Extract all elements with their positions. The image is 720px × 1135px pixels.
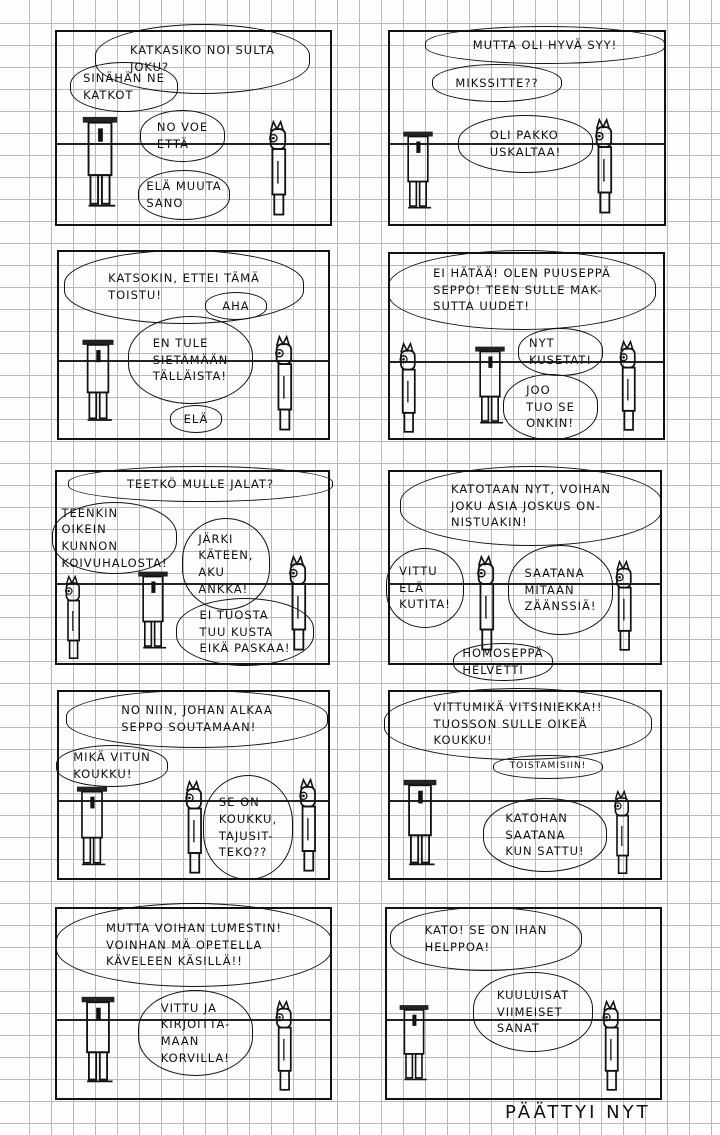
bubble-text: Katsokin, ettei tämä toistu! [108, 271, 260, 302]
seppo-figure [398, 130, 438, 220]
bubble-text: Sinähän ne katkot [83, 71, 165, 102]
speech-bubble: Se on koukku, tajusit- teko?? [203, 775, 293, 880]
bubble-text: En tule sietämään tälläista! [152, 335, 229, 384]
speech-bubble: Vittu elä kutita! [386, 548, 464, 628]
speech-bubble: Järki käteen, Aku Ankka! [182, 518, 270, 610]
bubble-text: No niin, johan alkaa Seppo soutamaan! [121, 703, 273, 734]
speech-bubble: Teenkin oikein kunnon koivuhalosta! [52, 502, 177, 574]
speech-bubble: En tule sietämään tälläista! [128, 316, 253, 404]
speech-bubble: Toistamisiin! [493, 755, 603, 779]
speech-bubble: Vittumikä vitsiniekka!! Tuosson sulle oi… [384, 688, 652, 760]
bubble-text: Ei hätää! Olen puuseppä Seppo! Teen sull… [433, 265, 611, 314]
ending-caption: Päättyi nyt [505, 1102, 651, 1123]
bubble-text: Oli pakko uskaltaa! [489, 128, 562, 159]
bubble-text: Vittu elä kutita! [399, 563, 451, 612]
carpenter-figure [392, 342, 422, 437]
bubble-text: Mutta oli hyvä syy! [472, 37, 618, 52]
seppo-figure [72, 785, 112, 877]
bubble-text: Ei tuosta tuu kusta eikä paskaa! [199, 607, 291, 656]
bubble-text: Joo tuo se onkin! [526, 382, 575, 431]
bubble-text: Katohan saatana kun sattu! [505, 810, 585, 859]
bubble-text: Aha [222, 298, 250, 313]
seppo-figure [80, 115, 120, 220]
friend-figure [262, 120, 292, 220]
speech-bubble: Oli pakko uskaltaa! [458, 115, 593, 173]
bubble-text: Mikssitte?? [455, 75, 539, 90]
friend-figure [595, 1000, 625, 1095]
speech-bubble: Ei tuosta tuu kusta eikä paskaa! [176, 598, 314, 666]
speech-bubble: Mutta oli hyvä syy! [425, 26, 665, 64]
bubble-text: Järki käteen, Aku Ankka! [198, 531, 254, 596]
friend-figure [268, 335, 298, 435]
bubble-text: Elä muuta sano [146, 179, 222, 210]
bubble-text: Vittu ja kirjoitta- maan korvilla! [160, 1000, 231, 1065]
speech-bubble: Katohan saatana kun sattu! [483, 798, 607, 872]
bubble-text: Homoseppä helvetti [462, 646, 544, 677]
bubble-text: Toistamisiin! [509, 761, 587, 772]
friend-figure [612, 340, 642, 435]
bubble-text: Kuuluisat viimeiset sanat [496, 987, 570, 1036]
bubble-text: Nyt kusetat! [529, 336, 592, 367]
friend-figure [292, 778, 322, 876]
carpenter-figure [470, 555, 500, 655]
speech-bubble: Kuuluisat viimeiset sanat [473, 972, 593, 1052]
speech-bubble: Kato! Se on ihan helppoa! [390, 907, 582, 971]
speech-bubble: Mikssitte?? [432, 64, 562, 102]
speech-bubble: Elä [170, 405, 222, 433]
bubble-text: No voe että [156, 120, 209, 151]
seppo-figure [135, 570, 171, 660]
seppo-figure [78, 338, 118, 433]
speech-bubble: Mutta voihan lumestin! Voinhan mä opetel… [56, 903, 332, 987]
speech-bubble: Teetkö mulle jalat? [68, 466, 333, 502]
bubble-text: Mutta voihan lumestin! Voinhan mä opetel… [105, 920, 283, 969]
seppo-figure [398, 1000, 430, 1095]
friend-figure [588, 118, 618, 218]
bubble-text: Katotaan nyt, voihan joku asia joskus on… [450, 481, 612, 530]
bubble-text: Elä [183, 411, 209, 426]
speech-bubble: Katsokin, ettei tämä toistu! [64, 250, 304, 324]
seppo-figure [400, 778, 440, 878]
bubble-text: Saatana mitään zäänssiä! [524, 565, 597, 614]
speech-bubble: Vittu ja kirjoitta- maan korvilla! [138, 990, 253, 1076]
bubble-text: Vittumikä vitsiniekka!! Tuosson sulle oi… [433, 699, 603, 748]
seppo-figure [78, 995, 118, 1095]
bubble-text: Mikä vitun koukku! [73, 750, 151, 781]
speech-bubble: Nyt kusetat! [518, 328, 603, 376]
speech-bubble: Aha [205, 292, 267, 320]
speech-bubble: No niin, johan alkaa Seppo soutamaan! [66, 690, 328, 748]
carpenter-figure [58, 575, 86, 663]
speech-bubble: No voe että [140, 110, 225, 162]
speech-bubble: Saatana mitään zäänssiä! [508, 545, 613, 635]
bubble-text: Teetkö mulle jalat? [126, 476, 275, 491]
bubble-text: Kato! Se on ihan helppoa! [424, 923, 548, 954]
friend-figure [606, 790, 636, 878]
seppo-figure [470, 345, 510, 435]
speech-bubble: Ei hätää! Olen puuseppä Seppo! Teen sull… [388, 250, 656, 330]
speech-bubble: Joo tuo se onkin! [503, 374, 598, 440]
friend-figure [608, 560, 638, 655]
friend-figure [268, 1000, 298, 1095]
bubble-text: Teenkin oikein kunnon koivuhalosta! [61, 505, 168, 570]
speech-bubble: Mikä vitun koukku! [56, 745, 168, 787]
speech-bubble: Elä muuta sano [138, 170, 230, 220]
speech-bubble: Sinähän ne katkot [70, 62, 178, 112]
speech-bubble: Homoseppä helvetti [453, 643, 553, 681]
speech-bubble: Katotaan nyt, voihan joku asia joskus on… [400, 466, 662, 546]
bubble-text: Se on koukku, tajusit- teko?? [218, 795, 278, 860]
floor-line [59, 799, 328, 802]
